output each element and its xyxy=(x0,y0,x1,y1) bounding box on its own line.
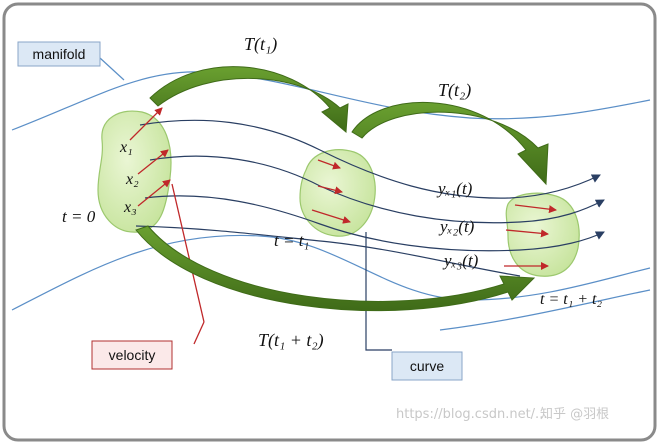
velocity-arrow-t12-a xyxy=(514,204,557,214)
label-y3: yₓ₃(t) xyxy=(442,251,479,270)
velocity-arrow-x3 xyxy=(137,179,171,207)
flow-curve-1 xyxy=(139,119,601,199)
flow-curves xyxy=(135,119,605,277)
flow-arrow-T2 xyxy=(351,101,549,186)
flow-curve-3 xyxy=(144,195,605,252)
flow-map-arrows xyxy=(135,66,549,312)
velocity-arrow-x1 xyxy=(129,107,163,141)
velocity-label-box: velocity xyxy=(91,340,173,370)
velocity-arrow-t12-b xyxy=(505,229,549,238)
flow-arrow-T12 xyxy=(135,225,536,312)
label-T12: T(t₁ + t₂) xyxy=(258,330,324,351)
flow-curve-4 xyxy=(135,225,521,277)
label-t1: t = t₁ xyxy=(274,231,309,250)
watermark-brand: 知乎 @羽根 xyxy=(540,406,609,422)
region-blob-t0 xyxy=(97,110,172,233)
label-y1: yₓ₁(t) xyxy=(436,179,473,198)
label-t0: t = 0 xyxy=(62,207,96,226)
region-blob-t1 xyxy=(299,149,376,237)
manifold-label: manifold xyxy=(33,46,86,62)
label-t12: t = t₁ + t₂ xyxy=(540,291,602,308)
flow-curve-2 xyxy=(149,155,605,224)
velocity-arrow-t1-c xyxy=(311,209,351,224)
watermark-url: https://blog.csdn.net/... xyxy=(396,407,547,422)
label-T2: T(t₂) xyxy=(438,80,471,101)
manifold-leader-line xyxy=(99,57,125,81)
manifold-surface xyxy=(11,71,651,331)
curve-leader-line xyxy=(365,232,392,351)
label-x1: x₁ xyxy=(119,139,133,156)
manifold-line-top xyxy=(11,71,651,131)
curve-label: curve xyxy=(410,358,444,374)
flow-arrow-T1 xyxy=(149,66,349,134)
manifold-line-bottom-2 xyxy=(439,289,651,331)
label-x2: x₂ xyxy=(125,171,139,188)
velocity-arrow-x2 xyxy=(137,149,169,175)
manifold-label-box: manifold xyxy=(17,41,101,67)
velocity-arrows xyxy=(129,107,557,345)
velocity-arrow-t1-b xyxy=(317,185,343,195)
manifold-line-bottom xyxy=(11,234,651,311)
velocity-leader-elbow xyxy=(193,321,205,345)
label-y2: yₓ₂(t) xyxy=(438,217,475,236)
curve-label-box: curve xyxy=(391,351,463,381)
velocity-leader-line xyxy=(171,183,205,323)
velocity-label: velocity xyxy=(109,347,156,363)
label-x3: x₃ xyxy=(123,199,137,216)
velocity-arrow-t1-a xyxy=(317,159,341,170)
label-T1: T(t₁) xyxy=(244,34,277,55)
